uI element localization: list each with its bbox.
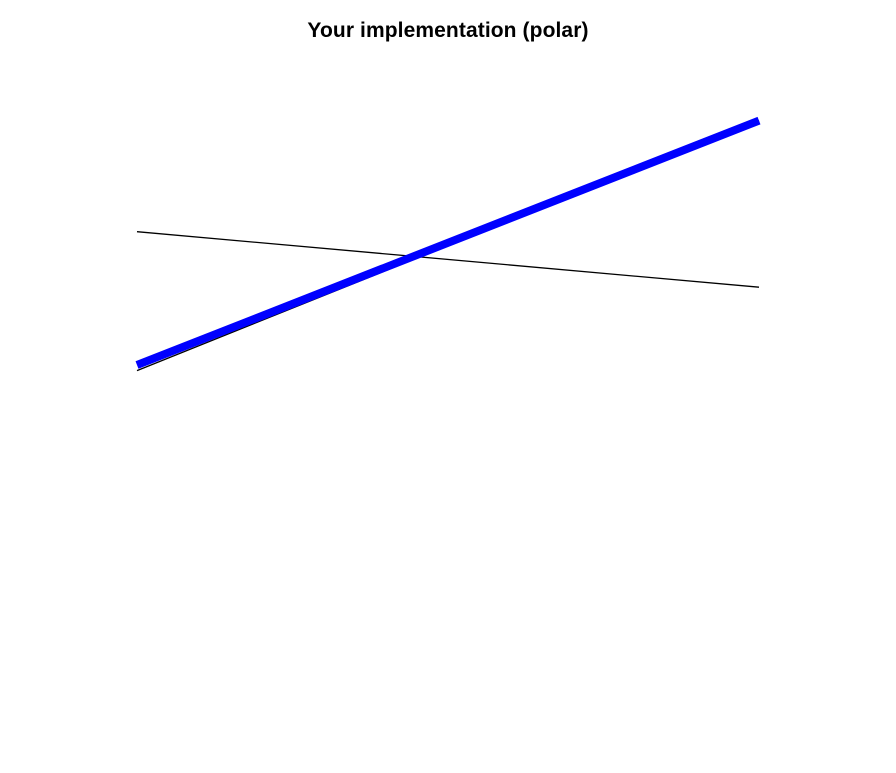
series-line-3 [135, 116, 761, 369]
chart-title: Your implementation (polar) [307, 19, 589, 42]
series-line-1 [136, 231, 760, 288]
series-layer [135, 116, 761, 372]
